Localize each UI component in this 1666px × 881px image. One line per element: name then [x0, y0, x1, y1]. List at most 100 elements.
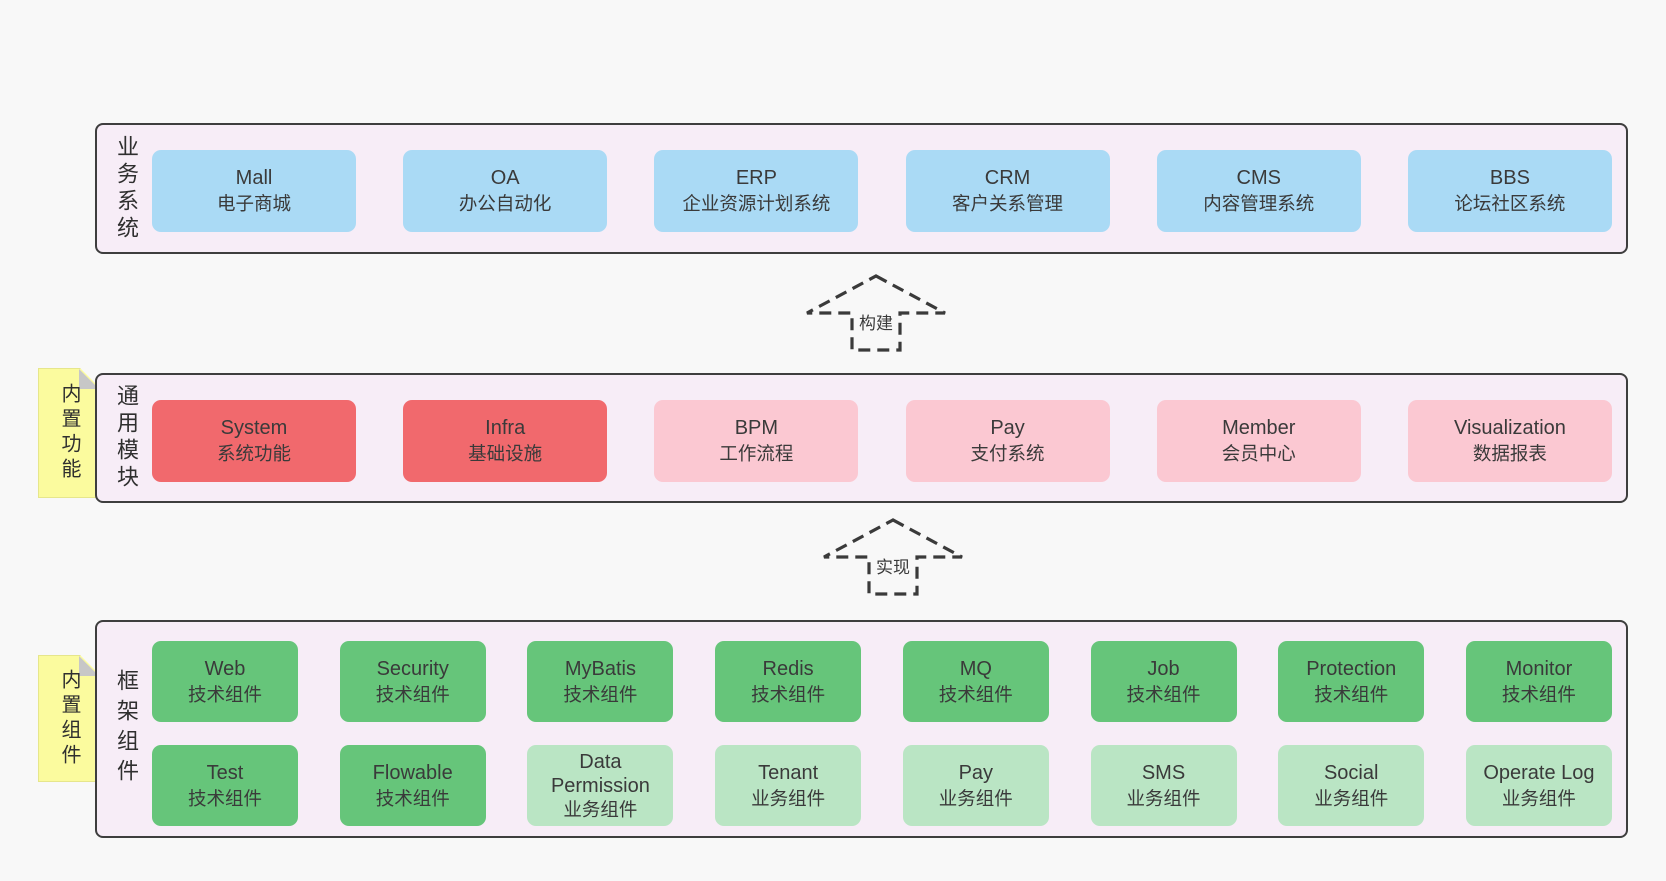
box-subtitle: 业务组件	[751, 787, 826, 809]
layer-common-modules: 通用模块 System 系统功能 Infra 基础设施 BPM 工作流程 Pay…	[95, 373, 1628, 503]
box-title: Monitor	[1505, 657, 1573, 680]
box-title: CRM	[984, 167, 1031, 189]
box-mybatis: MyBatis 技术组件	[527, 641, 674, 722]
box-subtitle: 基础设施	[468, 443, 543, 464]
box-subtitle: 业务组件	[1126, 787, 1201, 809]
box-flowable: Flowable 技术组件	[339, 745, 486, 826]
box-subtitle: 技术组件	[1126, 683, 1201, 705]
box-mall: Mall 电子商城	[152, 150, 356, 232]
arrow-build: 构建	[803, 273, 949, 353]
box-title: ERP	[735, 167, 777, 189]
box-subtitle: 企业资源计划系统	[682, 193, 831, 214]
layer-framework-components: 框架组件 Web 技术组件 Security 技术组件 MyBatis 技术组件…	[95, 620, 1628, 838]
box-title: Web	[204, 657, 246, 680]
box-subtitle: 业务组件	[1314, 787, 1389, 809]
box-subtitle: 会员中心	[1221, 443, 1296, 464]
box-subtitle: 系统功能	[216, 443, 291, 464]
box-subtitle: 工作流程	[719, 443, 794, 464]
layer-business-systems: 业务系统 Mall 电子商城 OA 办公自动化 ERP 企业资源计划系统 CRM…	[95, 123, 1628, 254]
box-oa: OA 办公自动化	[403, 150, 608, 232]
box-subtitle: 电子商城	[216, 193, 291, 214]
box-bbs: BBS 论坛社区系统	[1407, 150, 1612, 232]
box-crm: CRM 客户关系管理	[905, 150, 1110, 232]
box-erp: ERP 企业资源计划系统	[654, 150, 859, 232]
box-job: Job 技术组件	[1090, 641, 1237, 722]
arrow-build-label: 构建	[856, 309, 896, 334]
up-arrow-icon	[806, 274, 946, 352]
box-subtitle: 业务组件	[1501, 787, 1576, 809]
box-social: Social 业务组件	[1278, 745, 1425, 826]
box-web: Web 技术组件	[152, 641, 298, 722]
box-cms: CMS 内容管理系统	[1156, 150, 1361, 232]
box-title: MyBatis	[564, 657, 636, 680]
box-sms: SMS 业务组件	[1090, 745, 1237, 826]
box-security: Security 技术组件	[339, 641, 486, 722]
box-subtitle: 技术组件	[375, 787, 450, 809]
box-subtitle: 技术组件	[563, 683, 638, 705]
box-title: Operate Log	[1483, 761, 1595, 784]
box-title: System	[220, 417, 288, 439]
box-subtitle: 技术组件	[938, 683, 1013, 705]
box-title: Security	[376, 657, 449, 680]
box-title: SMS	[1141, 761, 1186, 784]
box-data-permission: Data Permission 业务组件	[527, 745, 674, 826]
box-subtitle: 技术组件	[1501, 683, 1576, 705]
box-subtitle: 客户关系管理	[952, 193, 1064, 214]
box-infra: Infra 基础设施	[403, 400, 608, 482]
layer-label-framework-components: 框架组件	[114, 669, 139, 789]
box-title: Member	[1222, 417, 1296, 439]
box-title: MQ	[959, 657, 992, 680]
box-subtitle: 数据报表	[1472, 443, 1547, 464]
sticky-note-built-in-features: 内置功能	[38, 368, 100, 498]
layer-label-common-modules: 通用模块	[114, 384, 139, 492]
box-title: Infra	[485, 417, 526, 439]
box-title: Pay	[990, 417, 1025, 439]
box-title: Mall	[235, 167, 273, 189]
box-bpm: BPM 工作流程	[654, 400, 859, 482]
sticky-label-built-in-features: 内置功能	[58, 383, 80, 483]
box-subtitle: 办公自动化	[458, 193, 552, 214]
box-subtitle: 技术组件	[187, 683, 262, 705]
box-pay: Pay 支付系统	[905, 400, 1110, 482]
box-protection: Protection 技术组件	[1278, 641, 1425, 722]
box-title: Redis	[762, 657, 814, 680]
box-title: BPM	[734, 417, 779, 439]
box-title: Job	[1147, 657, 1180, 680]
box-operate-log: Operate Log 业务组件	[1465, 745, 1612, 826]
box-title: Social	[1323, 761, 1379, 784]
box-subtitle: 内容管理系统	[1203, 193, 1315, 214]
sticky-label-built-in-components: 内置组件	[58, 668, 80, 769]
layer-label-business-systems: 业务系统	[114, 134, 139, 243]
box-subtitle: 技术组件	[187, 787, 262, 809]
box-title: BBS	[1489, 167, 1530, 189]
up-arrow-icon	[823, 518, 963, 596]
box-subtitle: 技术组件	[1314, 683, 1389, 705]
box-subtitle: 技术组件	[751, 683, 826, 705]
box-system: System 系统功能	[152, 400, 356, 482]
box-subtitle: 业务组件	[938, 787, 1013, 809]
box-mq: MQ 技术组件	[902, 641, 1049, 722]
box-monitor: Monitor 技术组件	[1465, 641, 1612, 722]
box-subtitle: 业务组件	[563, 798, 638, 820]
box-title: Protection	[1306, 657, 1397, 680]
box-title: Pay	[958, 761, 994, 784]
box-title: Visualization	[1453, 417, 1566, 439]
box-subtitle: 支付系统	[970, 443, 1045, 464]
box-member: Member 会员中心	[1156, 400, 1361, 482]
box-subtitle: 论坛社区系统	[1454, 193, 1566, 214]
box-title: Test	[206, 761, 244, 784]
sticky-note-built-in-components: 内置组件	[38, 655, 100, 782]
arrow-implement: 实现	[820, 517, 966, 597]
box-redis: Redis 技术组件	[715, 641, 862, 722]
box-title: Data Permission	[550, 750, 650, 797]
box-title: Tenant	[758, 761, 819, 784]
box-subtitle: 技术组件	[375, 683, 450, 705]
box-tenant: Tenant 业务组件	[715, 745, 862, 826]
box-title: CMS	[1236, 167, 1281, 189]
box-title: OA	[490, 167, 520, 189]
box-title: Flowable	[372, 761, 453, 784]
box-pay-biz: Pay 业务组件	[902, 745, 1049, 826]
arrow-implement-label: 实现	[873, 553, 913, 578]
box-test: Test 技术组件	[152, 745, 298, 826]
